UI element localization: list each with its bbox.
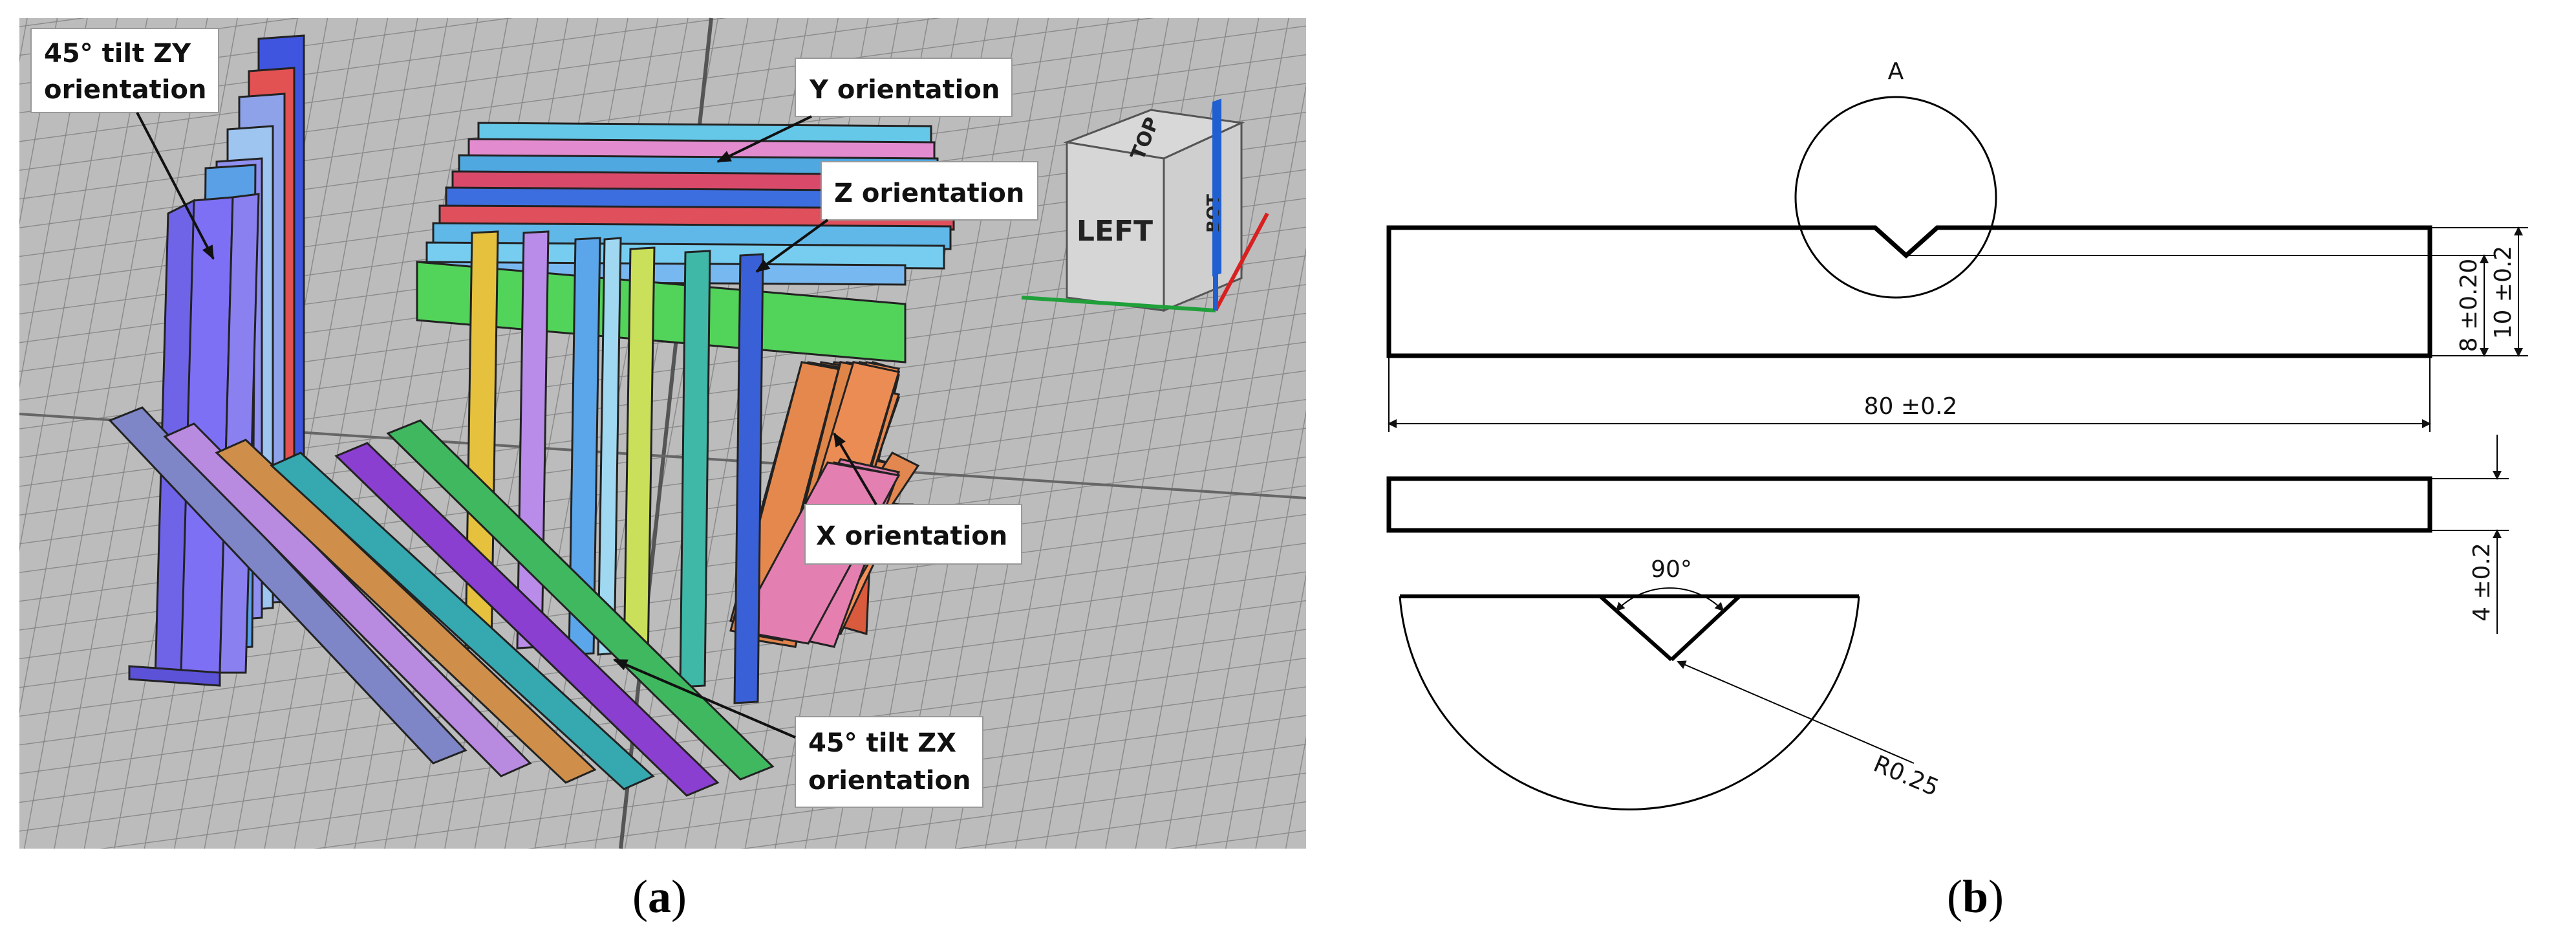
detail-label-a: A [1888, 58, 1904, 85]
label-zy: 45° tilt ZY orientation [30, 28, 219, 260]
zx-tilt-specimens [108, 406, 775, 797]
label-z-text: Z orientation [834, 179, 1024, 208]
label-x-text: X orientation [816, 521, 1007, 551]
label-zy-line2: orientation [44, 75, 206, 105]
dim-length: 80 ±0.2 [1864, 393, 1958, 420]
panel-a-3d-view: LEFT TOP BOT 45° tilt ZY orientation Y o… [19, 17, 1307, 849]
label-zx-line1: 45° tilt ZX [808, 728, 956, 758]
caption-b: (b) [1947, 871, 2004, 922]
view-cube[interactable]: LEFT TOP BOT [1021, 98, 1269, 312]
label-zy-line1: 45° tilt ZY [44, 39, 191, 69]
caption-a: (a) [632, 871, 687, 922]
dim-notch-depth: 8 ±0.20 [2456, 259, 2482, 353]
axis-y [1021, 296, 1216, 312]
detail-notch-right [1669, 594, 1741, 662]
detail-notch-left [1599, 594, 1673, 662]
detail-break-arc [1399, 596, 1860, 810]
axis-x [1214, 212, 1269, 312]
label-y: Y orientation [716, 58, 1013, 163]
detail-circle-a [1794, 96, 1997, 299]
specimen-top-view [1386, 476, 2432, 533]
dim-height: 10 ±0.2 [2490, 246, 2517, 340]
label-z: Z orientation [755, 161, 1038, 273]
angle-arc [1615, 587, 1724, 612]
dim-angle: 90° [1651, 556, 1692, 583]
label-zx: 45° tilt ZX orientation [613, 658, 983, 808]
panel-b-technical-drawing: A 8 ±0.20 10 ±0.2 80 ±0.2 4 ±0.2 90° [1386, 58, 2528, 810]
label-y-text: Y orientation [809, 75, 1000, 105]
label-x: X orientation [804, 432, 1022, 565]
dim-radius: R0.25 [1869, 751, 1942, 802]
dim-thickness: 4 ±0.2 [2469, 543, 2495, 622]
label-zx-line2: orientation [808, 766, 971, 796]
radius-leader [1677, 660, 1915, 764]
view-cube-front-label: LEFT [1077, 215, 1153, 248]
specimen-front-view [1386, 225, 2432, 358]
